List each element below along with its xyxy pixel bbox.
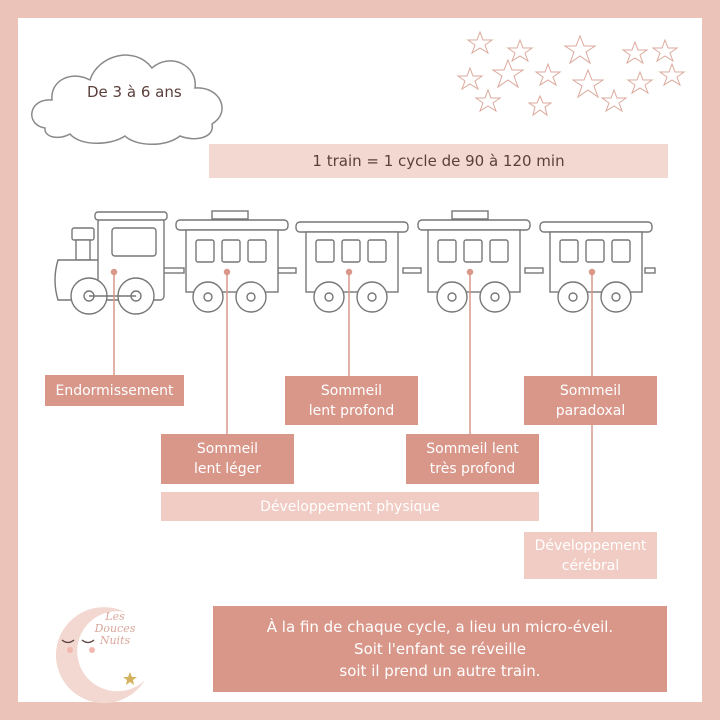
cycle-banner: 1 train = 1 cycle de 90 à 120 min xyxy=(209,144,668,178)
stage-sommeil-lent-leger: Sommeil lent léger xyxy=(161,434,294,484)
developpement-physique-label: Développement physique xyxy=(161,492,539,521)
developpement-cerebral-label: Développement cérébral xyxy=(524,532,657,579)
cloud-icon xyxy=(31,54,223,145)
stage-sommeil-paradoxal: Sommeil paradoxal xyxy=(524,376,657,425)
logo-text: Les Douces Nuits xyxy=(94,610,136,647)
connector-lines xyxy=(110,268,596,532)
stage-sommeil-lent-tres-profond: Sommeil lent très profond xyxy=(406,434,539,484)
moon-logo-icon xyxy=(55,607,145,704)
age-label: De 3 à 6 ans xyxy=(87,83,182,101)
stars-icon xyxy=(456,30,686,117)
stage-endormissement: Endormissement xyxy=(45,375,184,406)
footer-note: À la fin de chaque cycle, a lieu un micr… xyxy=(213,606,667,692)
stage-sommeil-lent-profond: Sommeil lent profond xyxy=(285,376,418,425)
